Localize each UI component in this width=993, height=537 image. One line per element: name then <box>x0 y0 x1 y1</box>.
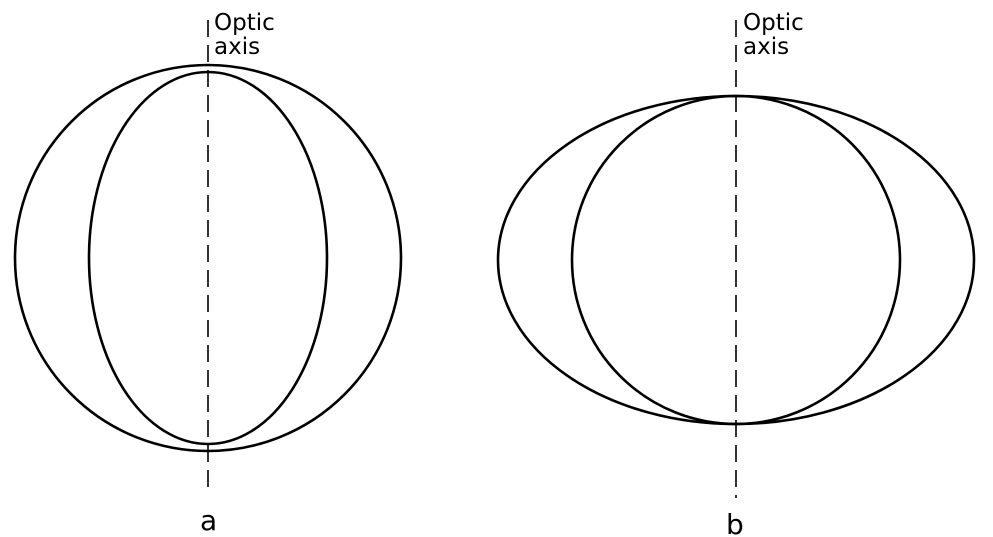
inner-circle-b <box>570 94 902 426</box>
axis-label-axis-b: axis <box>743 34 789 60</box>
panel-label-b: b <box>726 508 744 537</box>
inner-ellipse-a <box>87 70 329 446</box>
panel-b: Optic axis b <box>496 10 976 537</box>
panel-label-a: a <box>200 504 217 537</box>
outer-circle-a <box>13 63 403 453</box>
axis-label-axis-a: axis <box>214 34 260 60</box>
panel-a: Optic axis a <box>13 10 403 537</box>
axis-label-optic-a: Optic <box>214 10 275 36</box>
axis-label-optic-b: Optic <box>743 10 804 36</box>
